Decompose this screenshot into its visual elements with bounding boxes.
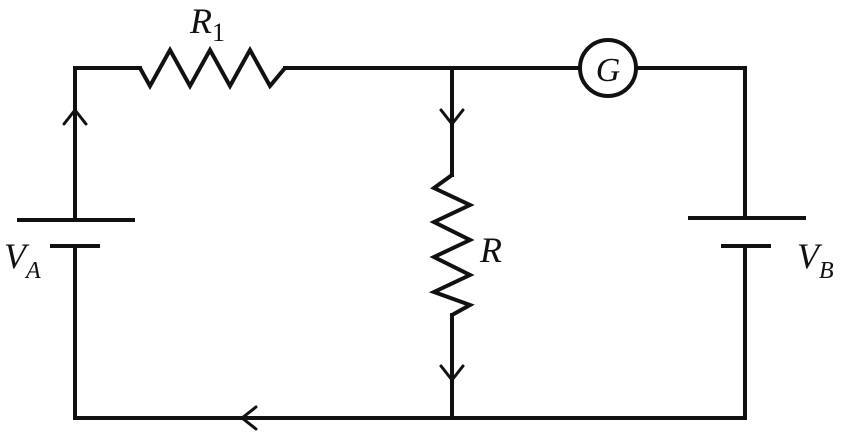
label-galvanometer: G: [596, 52, 621, 89]
label-r1-sub: 1: [212, 18, 225, 47]
resistor-r: [428, 173, 475, 317]
label-va-main: V: [4, 236, 30, 276]
arrow-left-bottom-icon: [240, 405, 258, 431]
label-galvanometer-main: G: [596, 52, 621, 89]
label-va: VA: [4, 236, 41, 284]
arrow-down-middle-lower-icon: [439, 364, 465, 382]
label-vb: VB: [797, 236, 834, 284]
label-vb-main: V: [797, 236, 823, 276]
label-r1-main: R: [189, 1, 212, 41]
galvanometer-icon: [578, 38, 638, 98]
label-va-sub: A: [24, 258, 41, 284]
label-r1: R1: [189, 1, 225, 47]
arrow-up-left-icon: [62, 108, 88, 126]
resistor-r1: [138, 45, 287, 91]
label-r: R: [479, 230, 502, 270]
arrow-down-middle-upper-icon: [439, 108, 465, 126]
label-vb-sub: B: [819, 258, 834, 284]
label-r-main: R: [479, 230, 502, 270]
